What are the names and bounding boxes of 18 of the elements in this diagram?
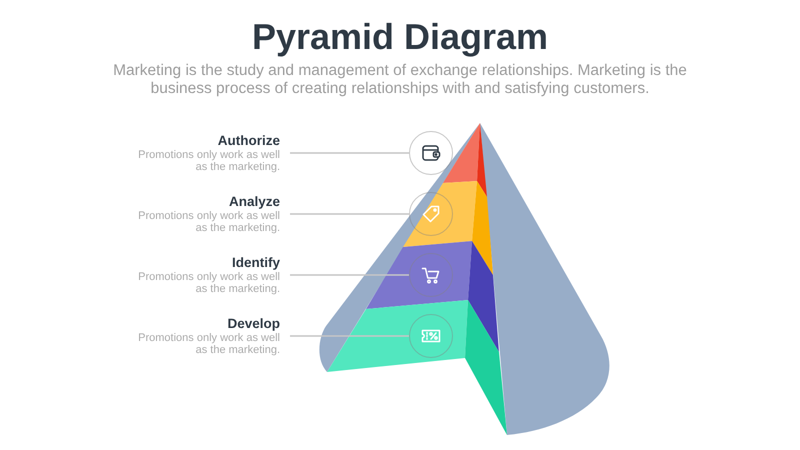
icon-ring bbox=[409, 314, 453, 358]
step-description: Promotions only work as well as the marketing. bbox=[137, 332, 280, 356]
step-description: Promotions only work as well as the marketing. bbox=[137, 271, 280, 295]
leader-line bbox=[290, 335, 409, 337]
step-title: Identify bbox=[230, 255, 280, 271]
step-title: Authorize bbox=[216, 133, 280, 149]
subtitle: Marketing is the study and management of exchange relationships. Marketing is the business process of creating relationships with and satisfying customers. bbox=[112, 62, 688, 98]
step-description: Promotions only work as well as the marketing. bbox=[137, 149, 280, 173]
step-title: Develop bbox=[226, 316, 280, 332]
icon-ring bbox=[409, 192, 453, 236]
step-title: Analyze bbox=[228, 194, 280, 210]
leader-line bbox=[290, 213, 409, 215]
step-description: Promotions only work as well as the marketing. bbox=[137, 210, 280, 234]
leader-line bbox=[290, 152, 409, 154]
title: Pyramid Diagram bbox=[250, 16, 550, 58]
leader-line bbox=[290, 274, 409, 276]
icon-ring bbox=[409, 131, 453, 175]
icon-ring bbox=[409, 253, 453, 297]
